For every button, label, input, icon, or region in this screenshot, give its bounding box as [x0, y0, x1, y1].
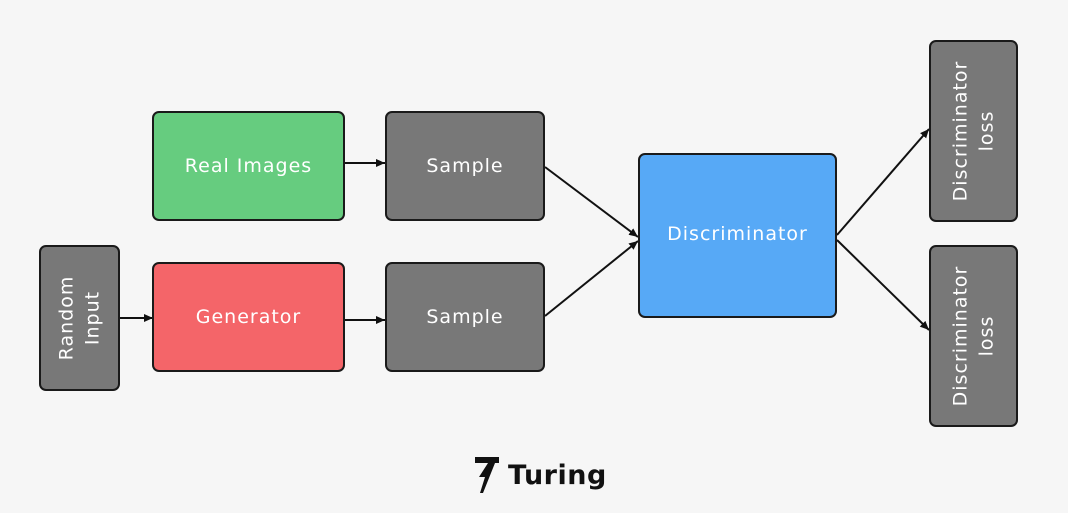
discriminator-node: Discriminator [638, 153, 837, 318]
real-images-label: Real Images [184, 155, 313, 177]
discriminator-loss-bottom-node: Discriminator loss [929, 245, 1018, 427]
random-input-text: Random Input [54, 276, 106, 361]
loss-top-line2: loss [975, 110, 998, 152]
generator-node: Generator [152, 262, 345, 372]
arrow-discriminator-to-loss-top [836, 128, 930, 236]
sample-top-label: Sample [426, 155, 504, 177]
real-images-node: Real Images [152, 111, 345, 221]
arrow-discriminator-to-loss-bottom [836, 239, 930, 331]
brand-name: Turing [508, 459, 607, 491]
arrow-sample-top-to-discriminator [544, 166, 639, 238]
arrow-sample-bottom-to-discriminator [544, 240, 639, 317]
sample-node-top: Sample [385, 111, 545, 221]
sample-bottom-label: Sample [426, 306, 504, 328]
loss-bottom-text: Discriminator loss [948, 266, 1000, 407]
loss-top-text: Discriminator loss [948, 61, 1000, 202]
discriminator-loss-top-node: Discriminator loss [929, 40, 1018, 222]
discriminator-label: Discriminator [667, 222, 808, 245]
loss-top-line1: Discriminator [949, 60, 972, 202]
generator-label: Generator [195, 306, 302, 328]
turing-logo-icon [475, 457, 499, 493]
sample-node-bottom: Sample [385, 262, 545, 372]
random-input-line1: Random [55, 275, 78, 361]
turing-logo: Turing [474, 455, 607, 495]
loss-bottom-line1: Discriminator [949, 265, 972, 407]
random-input-line2: Input [81, 290, 104, 346]
loss-bottom-line2: loss [975, 315, 998, 357]
random-input-node: Random Input [39, 245, 120, 391]
